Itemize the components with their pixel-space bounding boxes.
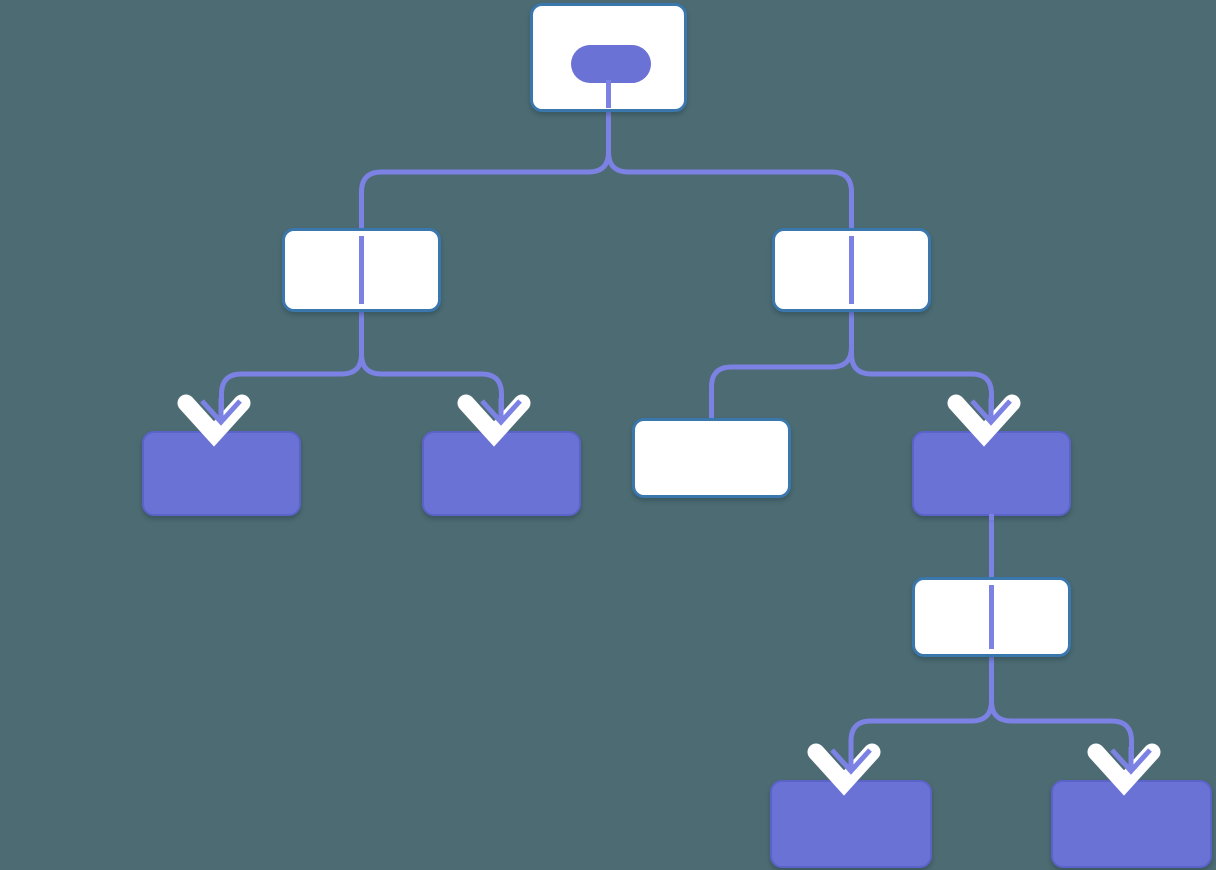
tree-node-n1[interactable] xyxy=(530,3,687,112)
tree-node-n5[interactable] xyxy=(422,431,581,516)
tree-node-n3[interactable] xyxy=(772,228,931,312)
tree-node-n6[interactable] xyxy=(632,418,791,498)
tree-node-n4[interactable] xyxy=(142,431,301,516)
tree-node-n7[interactable] xyxy=(912,431,1071,516)
tree-node-n8[interactable] xyxy=(912,577,1071,657)
tree-node-n9[interactable] xyxy=(770,780,932,868)
tree-node-n10[interactable] xyxy=(1051,780,1212,868)
tree-node-n2[interactable] xyxy=(282,228,441,312)
root-node-pill-marker xyxy=(571,45,651,83)
